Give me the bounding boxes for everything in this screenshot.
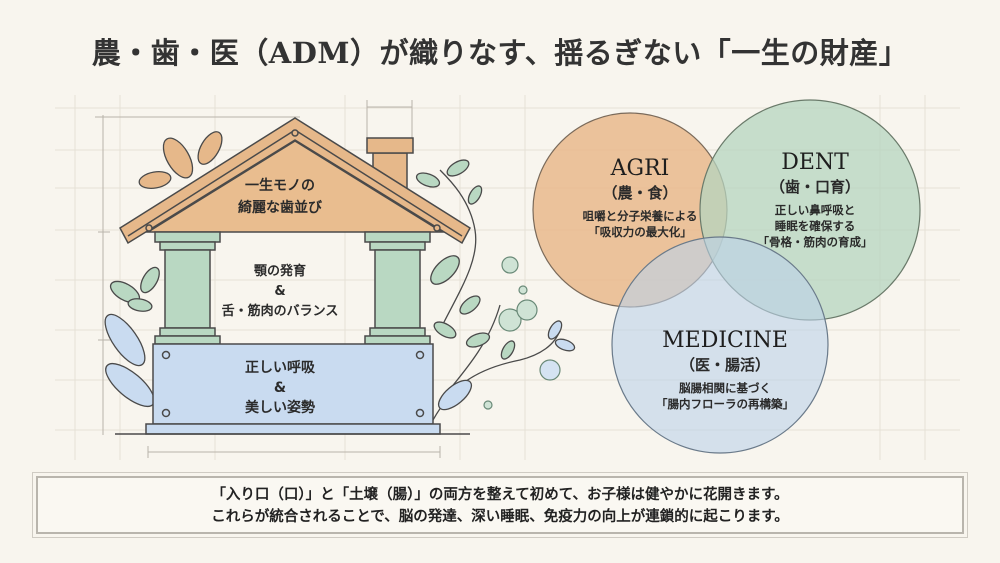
dent-title: DENT <box>781 150 849 175</box>
dent-label: DENT （歯・口育） 正しい鼻呼吸と 睡眠を確保する 「骨格・筋肉の育成」 <box>735 150 895 250</box>
agri-subtitle: （農・食） <box>602 184 678 202</box>
summary-banner: 「入り口（口）」と「土壌（腸）」の両方を整えて初めて、お子様は健やかに花開きます… <box>32 472 968 538</box>
agri-title: AGRI <box>610 156 670 181</box>
pillars <box>154 231 431 345</box>
foundation-label-line: 美しい姿勢 <box>245 400 315 416</box>
dent-desc-line: 「骨格・筋肉の育成」 <box>757 235 873 249</box>
pillar-label-line: & <box>274 284 286 299</box>
medicine-title: MEDICINE <box>662 328 788 353</box>
leaf-decoration-left <box>104 131 223 408</box>
foundation <box>115 343 470 435</box>
banner-line: これらが統合されることで、脳の発達、深い睡眠、免疫力の向上が連鎖的に起こります。 <box>211 509 789 525</box>
medicine-subtitle: （医・腸活） <box>679 356 770 374</box>
foundation-label-line: & <box>273 380 287 396</box>
foundation-label: 正しい呼吸 & 美しい姿勢 <box>200 358 360 418</box>
dent-subtitle: （歯・口育） <box>769 178 860 196</box>
pillar-label: 顎の発育 & 舌・筋肉のバランス <box>200 262 360 322</box>
dent-desc-line: 正しい鼻呼吸と <box>774 203 856 217</box>
bubbles <box>483 256 561 410</box>
page-title: 農・歯・医（ADM）が織りなす、揺るぎない「一生の財産」 <box>91 36 909 70</box>
roof-label: 一生モノの 綺麗な歯並び <box>210 175 350 219</box>
foundation-label-line: 正しい呼吸 <box>245 360 315 376</box>
agri-desc-line: 「吸収力の最大化」 <box>588 225 692 239</box>
agri-label: AGRI （農・食） 咀嚼と分子栄養による 「吸収力の最大化」 <box>560 156 720 240</box>
medicine-desc-line: 脳腸相関に基づく <box>679 381 771 395</box>
venn-circle-medicine <box>611 236 829 454</box>
leaf-decoration-right <box>415 159 576 411</box>
pillar-label-line: 顎の発育 <box>253 264 306 279</box>
dimension-lines <box>95 100 441 458</box>
medicine-label: MEDICINE （医・腸活） 脳腸相関に基づく 「腸内フローラの再構築」 <box>640 328 810 412</box>
pillar-label-line: 舌・筋肉のバランス <box>221 304 339 319</box>
banner-line: 「入り口（口）」と「土壌（腸）」の両方を整えて初めて、お子様は健やかに花開きます… <box>211 487 789 503</box>
roof <box>119 117 471 245</box>
medicine-desc-line: 「腸内フローラの再構築」 <box>656 397 794 411</box>
roof-label-line: 一生モノの <box>245 178 315 194</box>
roof-label-line: 綺麗な歯並び <box>238 200 322 216</box>
agri-desc-line: 咀嚼と分子栄養による <box>582 209 698 223</box>
venn-diagram <box>532 99 921 454</box>
dent-desc-line: 睡眠を確保する <box>774 219 856 233</box>
